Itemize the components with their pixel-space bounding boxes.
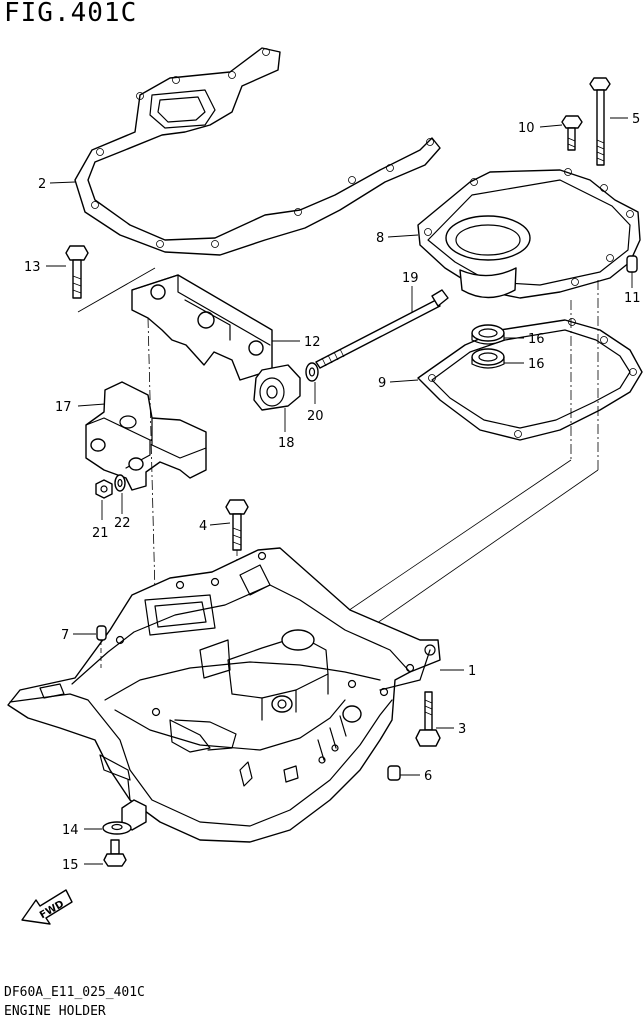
part-7-pin: 7 [61, 625, 107, 668]
part-10-bolt: 10 [518, 115, 583, 151]
part-22-washer: 22 [114, 474, 131, 531]
callout-4: 4 [199, 519, 207, 534]
part-15-bolt: 15 [62, 839, 127, 873]
part-16-seals: 16 16 [471, 324, 545, 372]
callout-16b: 16 [528, 357, 545, 372]
callout-15: 15 [62, 858, 79, 873]
callout-2: 2 [38, 177, 46, 192]
callout-19: 19 [402, 271, 419, 286]
callout-9: 9 [378, 376, 386, 391]
part-14-bracket: 14 [62, 821, 132, 838]
callout-14: 14 [62, 823, 79, 838]
part-6-pin: 6 [387, 765, 432, 784]
part-4-bolt: 4 [199, 499, 249, 551]
figure-name: ENGINE HOLDER [4, 1004, 106, 1019]
callout-5: 5 [632, 112, 640, 127]
part-21-nut: 21 [92, 479, 113, 541]
callout-18: 18 [278, 436, 295, 451]
callout-22: 22 [114, 516, 131, 531]
part-13-bolt: 13 [24, 245, 156, 313]
part-2-gasket: 2 [38, 47, 441, 256]
callout-21: 21 [92, 526, 109, 541]
part-11-pin: 11 [624, 255, 641, 306]
callout-1: 1 [468, 664, 476, 679]
part-8-cover: 8 [376, 168, 641, 299]
fwd-arrow-icon: FWD [21, 889, 73, 925]
part-19-stud: 19 [315, 271, 449, 369]
callout-11: 11 [624, 291, 641, 306]
callout-12: 12 [304, 335, 321, 350]
callout-6: 6 [424, 769, 432, 784]
callout-10: 10 [518, 121, 535, 136]
part-18-mount: 18 [253, 364, 301, 451]
part-20-washer: 20 [305, 362, 324, 424]
part-9-gasket: 9 [378, 318, 643, 441]
part-1-engine-holder: 1 [7, 547, 476, 843]
figure-code: DF60A_E11_025_401C [4, 985, 145, 1000]
part-17-bracket: 17 [55, 381, 207, 491]
callout-17: 17 [55, 400, 72, 415]
callout-7: 7 [61, 628, 69, 643]
callout-3: 3 [458, 722, 466, 737]
callout-8: 8 [376, 231, 384, 246]
part-5-bolt: 5 [589, 77, 640, 166]
callout-13: 13 [24, 260, 41, 275]
callout-16a: 16 [528, 332, 545, 347]
part-3-bolt: 3 [415, 691, 466, 747]
callout-20: 20 [307, 409, 324, 424]
figure-title: FIG.401C [4, 0, 138, 28]
part-12-bracket: 12 [131, 274, 321, 381]
